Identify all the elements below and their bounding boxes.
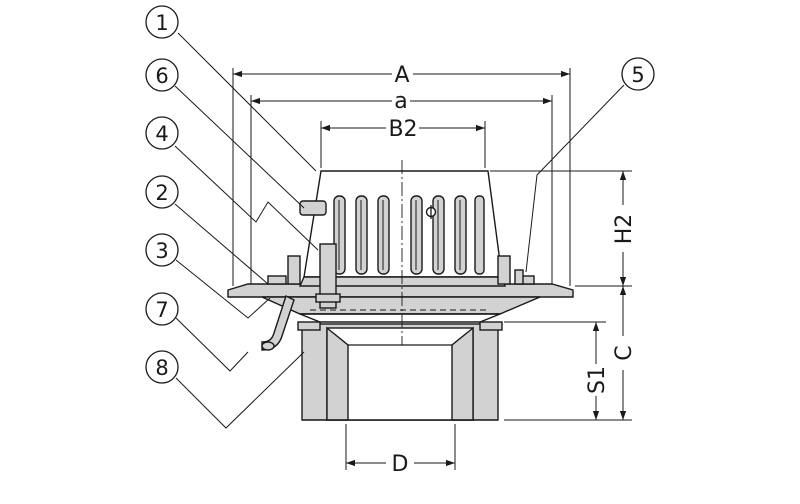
bolts bbox=[267, 200, 535, 309]
drain-assembly bbox=[227, 160, 574, 421]
callout-number: 5 bbox=[631, 63, 644, 87]
callout-number: 6 bbox=[155, 64, 168, 88]
strainer-dome bbox=[298, 170, 506, 287]
callout-badge-8: 8 bbox=[145, 350, 179, 384]
callout-badge-2: 2 bbox=[145, 175, 179, 209]
callout-badge-1: 1 bbox=[145, 5, 179, 39]
dimension-labels: A a B2 H2 C S1 D bbox=[388, 63, 637, 477]
callout-number: 8 bbox=[155, 356, 168, 380]
dimension-label-D: D bbox=[392, 452, 409, 477]
dimension-label-S1: S1 bbox=[585, 366, 610, 394]
callout-number: 3 bbox=[155, 239, 168, 263]
callout-leaders bbox=[174, 32, 625, 429]
flange bbox=[227, 283, 574, 323]
side-pipe bbox=[261, 295, 295, 351]
dimension-label-B2: B2 bbox=[388, 117, 417, 142]
callout-number: 7 bbox=[155, 298, 168, 322]
callout-number: 1 bbox=[155, 11, 168, 35]
callout-number: 4 bbox=[155, 122, 168, 146]
callout-badge-3: 3 bbox=[145, 233, 179, 267]
dimension-label-A: A bbox=[394, 63, 409, 88]
dimension-lines bbox=[232, 68, 632, 470]
dimension-label-C: C bbox=[612, 345, 637, 360]
outlet-pipe bbox=[297, 321, 503, 421]
callout-number: 2 bbox=[155, 181, 168, 205]
callout-badge-7: 7 bbox=[145, 292, 179, 326]
callout-badge-4: 4 bbox=[145, 116, 179, 150]
dimension-label-H2: H2 bbox=[612, 214, 637, 245]
dimension-label-a: a bbox=[394, 89, 407, 114]
callout-badge-5: 5 bbox=[621, 57, 655, 91]
callout-badge-6: 6 bbox=[145, 58, 179, 92]
